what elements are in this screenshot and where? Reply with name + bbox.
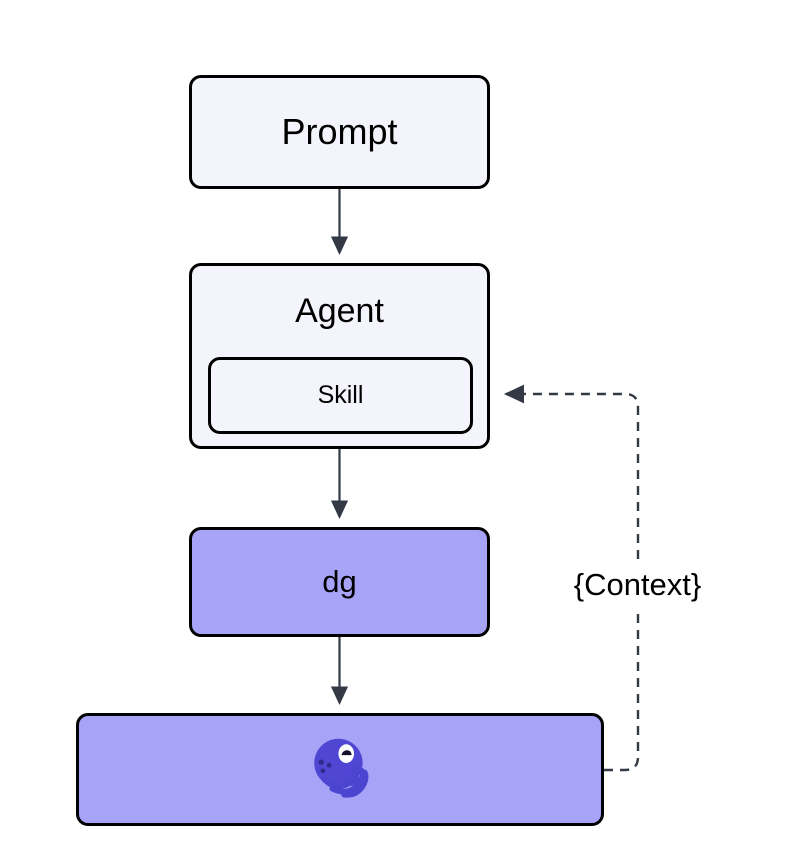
node-logo[interactable] xyxy=(76,713,604,826)
node-prompt-label: Prompt xyxy=(281,111,398,153)
node-skill-label: Skill xyxy=(317,380,364,409)
node-agent-label: Agent xyxy=(295,292,384,330)
node-prompt[interactable]: Prompt xyxy=(189,75,490,189)
octopus-logo-icon xyxy=(301,731,379,809)
node-skill[interactable]: Skill xyxy=(208,357,473,434)
edge-label-context: {Context} xyxy=(540,563,735,609)
node-dg-label: dg xyxy=(322,563,357,599)
node-agent[interactable]: Agent Skill xyxy=(189,263,490,449)
node-dg[interactable]: dg xyxy=(189,527,490,637)
